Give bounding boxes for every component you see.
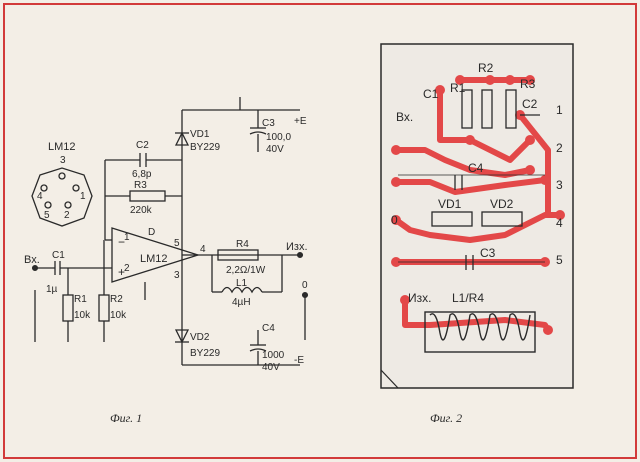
opamp-name: LM12 <box>140 253 168 265</box>
ic-package-drawing <box>31 167 93 227</box>
pcb-pads <box>391 75 565 335</box>
r4-ref: R4 <box>236 239 249 250</box>
pcb-input-label: Вх. <box>396 110 413 124</box>
opamp-pin-2: 2 <box>124 263 130 274</box>
r3-ref: R3 <box>134 180 147 191</box>
ic-package-name: LM12 <box>48 141 76 153</box>
pcb-output-label: Изх. <box>408 291 431 305</box>
c2-value: 6,8p <box>132 169 152 180</box>
fig2-caption: Фиг. 2 <box>430 411 462 425</box>
plus-e-label: +E <box>294 116 307 127</box>
r2-value: 10k <box>110 310 127 321</box>
opamp-pin-3: 3 <box>174 270 180 281</box>
pcb-r2-label: R2 <box>478 61 494 75</box>
r3-value: 220k <box>130 205 153 216</box>
c1-value: 1µ <box>46 284 58 295</box>
opamp-minus: − <box>118 235 125 249</box>
output-label: Изх. <box>286 241 308 253</box>
pcb-l1r4-label: L1/R4 <box>452 291 484 305</box>
vd2-value: BY229 <box>190 348 220 359</box>
r2-resistor <box>98 294 110 322</box>
c3-ref: C3 <box>262 118 275 129</box>
ic-pin-2: 2 <box>64 210 70 221</box>
vd2-ref: VD2 <box>190 332 210 343</box>
pcb-c3-label: C3 <box>480 246 496 260</box>
c3-voltage: 40V <box>266 144 284 155</box>
ic-pin-1: 1 <box>80 191 86 202</box>
r1-value: 10k <box>74 310 91 321</box>
pcb-pin-3: 3 <box>556 178 563 192</box>
ic-pin-4: 4 <box>37 191 43 202</box>
fig1-caption: Фиг. 1 <box>110 411 142 425</box>
pcb-coil <box>424 311 536 353</box>
c4-ref: C4 <box>262 323 275 334</box>
pcb-c1-label: C1 <box>423 87 439 101</box>
r1-resistor <box>62 294 74 322</box>
opamp-plus: + <box>118 265 125 279</box>
pcb-pin-5: 5 <box>556 253 563 267</box>
minus-e-label: -E <box>294 355 304 366</box>
l1-coil <box>221 286 263 294</box>
r1-ref: R1 <box>74 294 87 305</box>
pcb-components <box>398 89 545 270</box>
opamp-pin-1: 1 <box>124 232 130 243</box>
pcb-pin-2: 2 <box>556 141 563 155</box>
pcb-pin-1: 1 <box>556 103 563 117</box>
ic-pin-5: 5 <box>44 210 50 221</box>
vd1-ref: VD1 <box>190 129 210 140</box>
r4-resistor <box>217 249 259 261</box>
input-label: Вх. <box>24 254 40 266</box>
pcb-c4-label: C4 <box>468 161 484 175</box>
opamp-triangle <box>111 227 201 283</box>
l1-value: 4µH <box>232 297 251 308</box>
pcb-vd1-label: VD1 <box>438 197 462 211</box>
opamp-pin-4: 4 <box>200 244 206 255</box>
schematic-labels: LM12 3 4 1 5 2 C2 6,8p R3 220k D LM12 − … <box>24 116 308 425</box>
pcb-r3-label: R3 <box>520 77 536 91</box>
c4-voltage: 40V <box>262 362 280 373</box>
c2-ref: C2 <box>136 140 149 151</box>
c3-value: 100,0 <box>266 132 291 143</box>
r2-ref: R2 <box>110 294 123 305</box>
r4-value: 2,2Ω/1W <box>226 265 266 276</box>
zero-label: 0 <box>302 280 308 291</box>
outer-frame <box>3 3 637 459</box>
c4-value: 1000 <box>262 350 285 361</box>
schematic <box>31 97 309 366</box>
l1-ref: L1 <box>236 278 248 289</box>
pcb-zero-label: 0 <box>391 213 398 227</box>
ic-pin-3: 3 <box>60 155 66 166</box>
pcb-pin-4: 4 <box>556 216 563 230</box>
opamp-d-label: D <box>148 227 155 238</box>
pcb: C1 R1 R2 R3 C2 Вх. C4 0 VD1 VD2 C3 Изх. … <box>380 43 574 425</box>
pcb-r1-label: R1 <box>450 81 466 95</box>
pcb-vd2-label: VD2 <box>490 197 514 211</box>
vd1-value: BY229 <box>190 142 220 153</box>
c1-ref: C1 <box>52 250 65 261</box>
pcb-c2-label: C2 <box>522 97 538 111</box>
r3-resistor <box>129 190 166 202</box>
opamp-pin-5: 5 <box>174 238 180 249</box>
